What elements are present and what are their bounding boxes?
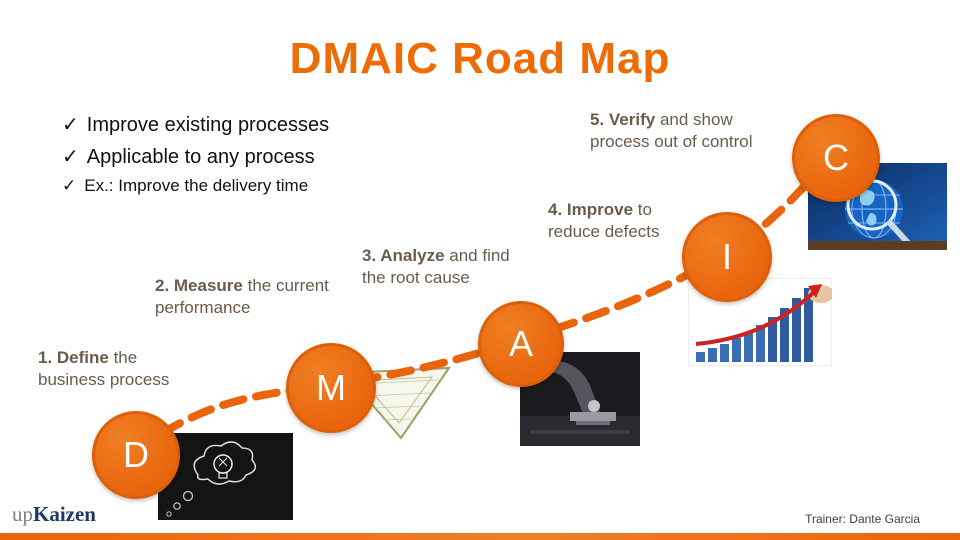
milestone-circle-define: D: [92, 411, 180, 499]
checkmark-icon: ✓: [62, 114, 79, 136]
milestone-letter: M: [316, 367, 346, 408]
step-number-title: 1. Define: [38, 348, 109, 367]
step-label-improve: 4. Improve to reduce defects: [548, 199, 703, 243]
milestone-letter: A: [508, 323, 533, 364]
bullet-list: ✓ Improve existing processes ✓ Applicable …: [62, 112, 329, 203]
bullet-text: Ex.: Improve the delivery time: [84, 176, 309, 195]
checkmark-icon: ✓: [62, 146, 79, 168]
step-label-analyze: 3. Analyze and find the root cause: [362, 245, 532, 289]
milestone-circle-analyze: A: [478, 301, 564, 387]
step-description: the current performance: [155, 276, 329, 318]
step-label-verify: 5. Verify and show process out of contro…: [590, 109, 790, 153]
bullet-item: ✓ Improve existing processes: [62, 112, 329, 137]
logo-up-text: up: [12, 502, 33, 526]
step-description: and find the root cause: [362, 246, 510, 288]
milestone-circle-measure: M: [286, 343, 376, 433]
microscope-image: [520, 352, 640, 446]
step-number-title: 3. Analyze: [362, 246, 445, 265]
milestone-circle-improve: I: [682, 212, 772, 302]
step-description: and show process out of control: [590, 110, 753, 152]
step-description: the business process: [38, 348, 170, 390]
step-number-title: 4. Improve: [548, 200, 634, 219]
logo-kaizen-text: Kaizen: [33, 502, 96, 526]
bottom-accent-bar: [0, 533, 960, 540]
step-label-define: 1. Define the business process: [38, 347, 188, 391]
milestone-circle-control: C: [792, 114, 880, 202]
bullet-item: ✓ Ex.: Improve the delivery time: [62, 176, 329, 196]
bullet-item: ✓ Applicable to any process: [62, 144, 329, 169]
checkmark-icon: ✓: [62, 176, 77, 195]
milestone-letter: C: [823, 137, 849, 178]
step-number-title: 2. Measure: [155, 276, 243, 295]
step-number-title: 5. Verify: [590, 110, 656, 129]
step-label-measure: 2. Measure the current performance: [155, 275, 350, 319]
milestone-letter: D: [123, 434, 149, 475]
bullet-text: Applicable to any process: [86, 146, 315, 168]
upkaizen-logo: upKaizen: [12, 502, 96, 527]
page-title: DMAIC Road Map: [289, 34, 671, 83]
chalkboard-lightbulb-image: [158, 433, 293, 520]
milestone-letter: I: [721, 236, 732, 277]
trainer-credit: Trainer: Dante Garcia: [805, 512, 920, 526]
bullet-text: Improve existing processes: [86, 114, 330, 136]
step-description: to reduce defects: [548, 200, 660, 242]
